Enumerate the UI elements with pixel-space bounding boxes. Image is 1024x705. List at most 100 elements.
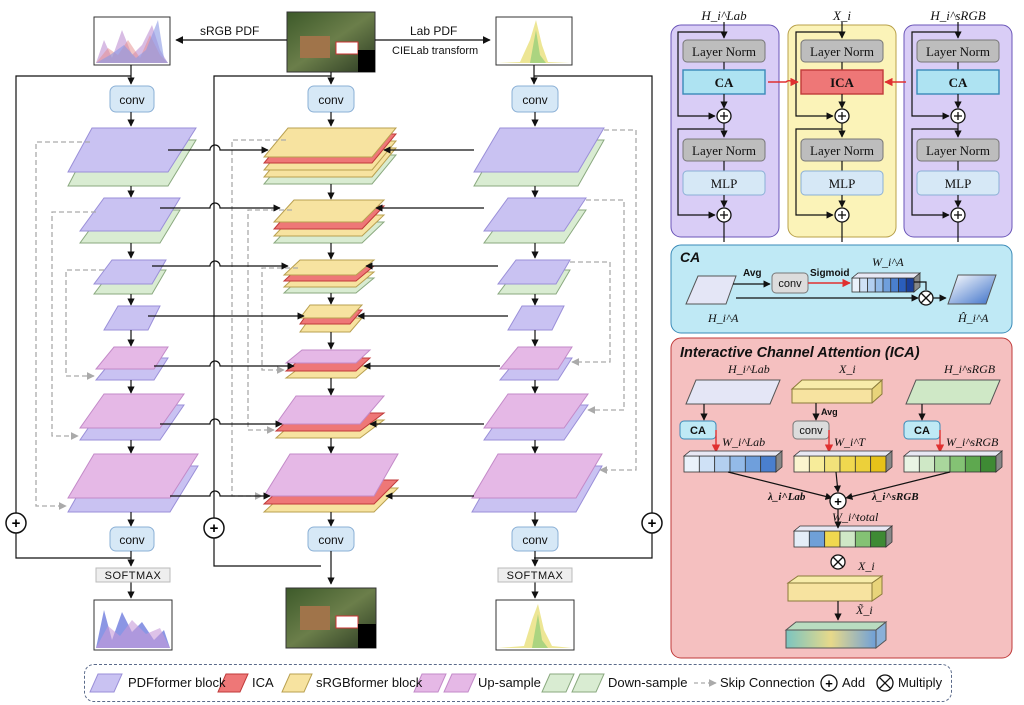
ica-add-icon: + — [829, 492, 847, 510]
legend-pdfformer-icon — [89, 673, 123, 693]
ica-w-lab-label: W_i^Lab — [722, 435, 765, 449]
left-conv-top: conv — [109, 85, 155, 113]
ica-x-slab — [790, 378, 884, 404]
left-add-icon: + — [5, 512, 27, 534]
ica-x-slab-2 — [786, 575, 884, 602]
legend — [84, 664, 952, 702]
ca-panel-title: CA — [680, 249, 700, 265]
legend-upsample-icon-b — [443, 673, 477, 693]
legend-srgbformer: sRGBformer block — [316, 675, 423, 690]
svg-text:CA: CA — [914, 425, 930, 437]
ica-avg-label: Avg — [821, 407, 838, 417]
ica-srgb-slab — [905, 379, 1001, 405]
svg-text:conv: conv — [119, 533, 144, 547]
srgb-pdf-label: sRGB PDF — [200, 24, 259, 38]
ca-sigmoid-label: Sigmoid — [810, 268, 849, 279]
ica-conv-mid: conv — [792, 420, 830, 440]
ca-weight-label: W_i^A — [872, 255, 904, 269]
middle-column — [262, 127, 400, 513]
svg-text:+: + — [12, 515, 21, 532]
left-conv-bottom: conv — [109, 526, 155, 552]
middle-conv-bottom: conv — [307, 526, 355, 552]
output-image — [285, 587, 377, 649]
svg-text:+: + — [210, 520, 219, 537]
left-softmax: SOFTMAX — [95, 567, 171, 583]
ica-lambda-srgb: λ_i^sRGB — [871, 491, 919, 503]
cielab-label: CIELab transform — [392, 45, 478, 57]
legend-ica-icon — [217, 673, 249, 693]
svg-text:conv: conv — [799, 425, 823, 437]
ica-w-total-vector — [792, 525, 894, 548]
legend-multiply-icon — [876, 674, 894, 692]
ca-multiply-icon — [918, 290, 934, 306]
output-lab-histogram — [495, 599, 575, 651]
svg-text:CA: CA — [690, 425, 706, 437]
right-add-icon: + — [641, 512, 663, 534]
ca-output-slab — [947, 274, 997, 305]
legend-upsample-icon-a — [413, 673, 447, 693]
lab-add-1-icon — [716, 108, 732, 124]
srgb-ca-box — [916, 69, 1000, 95]
ca-panel — [670, 244, 1013, 334]
lab-layernorm-1-label: Layer Norm — [692, 44, 756, 59]
ica-x2-label: X_i — [857, 559, 875, 573]
lab-layernorm-2-label: Layer Norm — [692, 143, 756, 158]
srgb-layernorm-2-label: Layer Norm — [926, 143, 990, 158]
x-layernorm-1-label: Layer Norm — [810, 44, 874, 59]
lab-ca-label: CA — [715, 75, 734, 90]
ca-weight-vector — [850, 272, 922, 293]
svg-text:+: + — [648, 515, 657, 532]
legend-downsample-icon-a — [541, 673, 575, 693]
ca-weight-bars — [850, 272, 922, 293]
svg-text:conv: conv — [318, 533, 343, 547]
srgb-ca-label: CA — [949, 75, 968, 90]
srgb-mlp-label: MLP — [945, 176, 972, 191]
legend-multiply: Multiply — [898, 675, 943, 690]
lab-mlp-label: MLP — [711, 176, 738, 191]
x-mlp-label: MLP — [829, 176, 856, 191]
legend-downsample: Down-sample — [608, 675, 688, 690]
srgb-input-label: H_i^sRGB — [929, 8, 985, 23]
srgb-pdf-histogram — [93, 16, 171, 66]
svg-text:+: + — [825, 676, 833, 691]
legend-downsample-icon-b — [571, 673, 605, 693]
legend-upsample: Up-sample — [478, 675, 541, 690]
x-add-1-icon — [834, 108, 850, 124]
ca-conv-label: conv — [778, 278, 802, 290]
x-add-2-icon — [834, 207, 850, 223]
svg-text:conv: conv — [522, 93, 547, 107]
legend-pdfformer: PDFformer block — [128, 675, 226, 690]
ca-avg-label: Avg — [743, 268, 762, 279]
ica-x-label: X_i — [838, 362, 856, 376]
ica-w-t-vector — [792, 450, 894, 473]
output-srgb-histogram — [93, 599, 173, 651]
legend-add: Add — [842, 675, 866, 690]
ica-h-lab-label: H_i^Lab — [727, 362, 770, 376]
lab-input-label: H_i^Lab — [700, 8, 747, 23]
right-conv-bottom: conv — [511, 526, 559, 552]
ica-lambda-lab: λ_i^Lab — [767, 491, 806, 503]
ca-input-label: H_i^A — [707, 311, 739, 325]
ca-input-slab — [685, 275, 737, 305]
legend-srgbformer-icon — [281, 673, 313, 693]
ica-lab-slab — [685, 379, 781, 405]
x-input-label: X_i — [832, 8, 851, 23]
ica-multiply-icon — [830, 554, 846, 570]
ica-output-slab — [784, 620, 888, 650]
svg-text:conv: conv — [119, 93, 144, 107]
srgb-add-2-icon — [950, 207, 966, 223]
ica-w-srgb-vector — [902, 450, 1004, 473]
ca-output-label: Ĥ_i^A — [957, 311, 989, 325]
ica-w-lab-vector — [682, 450, 784, 473]
lab-pdf-label: Lab PDF — [410, 24, 457, 38]
left-column — [67, 127, 199, 513]
right-conv-top: conv — [511, 85, 559, 113]
svg-text:+: + — [834, 494, 842, 509]
ica-panel-title: Interactive Channel Attention (ICA) — [680, 345, 920, 361]
lab-pdf-histogram — [495, 16, 573, 66]
middle-conv-top: conv — [307, 85, 355, 113]
legend-ica: ICA — [252, 675, 274, 690]
ica-h-srgb-label: H_i^sRGB — [943, 362, 996, 376]
ica-w-total-label: W_i^total — [832, 510, 879, 524]
